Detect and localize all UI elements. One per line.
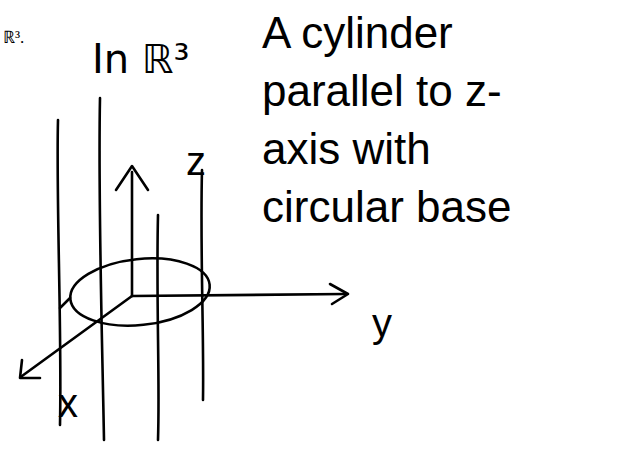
note-text: A cylinder parallel to z-axis with circu… <box>262 4 517 236</box>
axis-arrowhead <box>330 284 348 304</box>
axis-label: z <box>186 138 206 184</box>
page-fragment: ℝ³. <box>3 28 24 48</box>
cylinder-line <box>58 120 61 425</box>
axis-arrowhead <box>116 166 148 190</box>
space-label: In ℝ³ <box>92 36 190 82</box>
tick-mark <box>60 298 70 308</box>
z-axis <box>131 172 134 296</box>
cylinder-line <box>201 170 203 400</box>
y-axis <box>132 294 345 296</box>
x-axis <box>22 296 132 376</box>
circular-base <box>67 252 213 332</box>
axis-arrowhead <box>20 360 40 378</box>
axis-label: x <box>58 380 78 426</box>
cylinder-line <box>157 215 158 440</box>
axis-label: y <box>372 300 392 346</box>
